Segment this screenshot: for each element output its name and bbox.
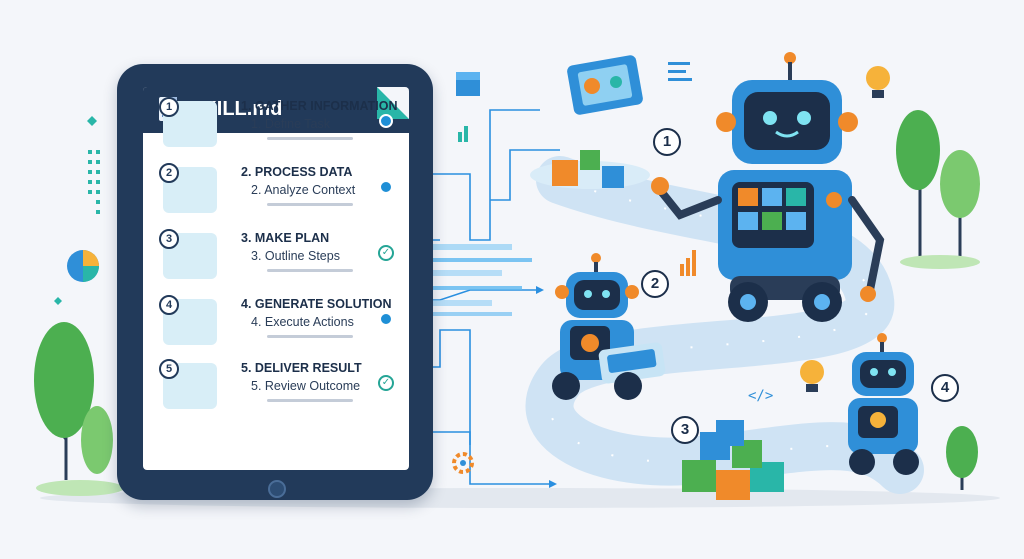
step-subtitle: 3. Outline Steps — [251, 249, 340, 263]
home-button[interactable] — [268, 480, 286, 498]
step-underline — [267, 203, 353, 206]
step-underline — [267, 137, 353, 140]
connector-dot-icon — [379, 180, 393, 194]
scene-badge-3: 3 — [671, 416, 699, 444]
mini-bar-chart-icon — [680, 250, 696, 276]
step-heading: 1. GATHER INFORMATION — [241, 99, 398, 113]
gear-decoration-icon — [452, 452, 474, 474]
arrow-icon — [536, 286, 544, 294]
diamond-decoration — [54, 297, 62, 305]
step-underline — [267, 269, 353, 272]
page-corner-fold — [377, 87, 409, 119]
step-underline — [267, 399, 353, 402]
step-number-badge: 5 — [159, 359, 179, 379]
step-number-badge: 3 — [159, 229, 179, 249]
bar-dots-decoration — [88, 150, 100, 214]
tree-left-icon — [34, 322, 124, 496]
mini-bar-chart-icon — [458, 126, 468, 142]
step-row: 2 2. PROCESS DATA 2. Analyze Context — [157, 161, 401, 217]
tree-right-icon — [896, 110, 980, 269]
step-subtitle: 1. Define Task — [251, 117, 330, 131]
blocks-icon — [552, 150, 624, 188]
step-heading: 5. DELIVER RESULT — [241, 361, 362, 375]
step-underline — [267, 335, 353, 338]
presentation-board-icon — [567, 55, 643, 115]
scene-badge-1: 1 — [653, 128, 681, 156]
pie-chart-icon — [67, 250, 99, 282]
lightbulb-icon — [866, 66, 890, 98]
connector-dot-icon — [379, 312, 393, 326]
robot-keyboard-icon — [552, 253, 666, 400]
code-brackets-icon: </> — [748, 388, 773, 404]
data-stream — [432, 244, 532, 316]
connector-dot-icon — [379, 114, 393, 128]
check-icon: ✓ — [378, 375, 394, 391]
lightbulb-icon — [800, 360, 824, 392]
step-subtitle: 2. Analyze Context — [251, 183, 356, 197]
step-number-badge: 2 — [159, 163, 179, 183]
step-row: 3 3. MAKE PLAN 3. Outline Steps ✓ — [157, 227, 401, 283]
robot-large-icon — [651, 52, 885, 322]
diamond-decoration — [87, 116, 97, 126]
step-row: 1 1. GATHER INFORMATION 1. Define Task — [157, 95, 401, 151]
step-row: 4 4. GENERATE SOLUTION 4. Execute Actions — [157, 293, 401, 349]
step-number-badge: 4 — [159, 295, 179, 315]
step-row: 5 5. DELIVER RESULT 5. Review Outcome ✓ — [157, 357, 401, 413]
robot-bulb-icon — [848, 333, 919, 475]
cube-top — [456, 72, 480, 80]
list-lines-decoration — [668, 62, 692, 81]
step-heading: 2. PROCESS DATA — [241, 165, 353, 179]
check-icon: ✓ — [378, 245, 394, 261]
scene-badge-4: 4 — [931, 374, 959, 402]
tree-small-icon — [946, 426, 978, 490]
step-subtitle: 4. Execute Actions — [251, 315, 354, 329]
blocks-pile-icon — [682, 420, 784, 500]
step-heading: 3. MAKE PLAN — [241, 231, 330, 245]
step-number-badge: 1 — [159, 97, 179, 117]
step-heading: 4. GENERATE SOLUTION — [241, 297, 392, 311]
step-subtitle: 5. Review Outcome — [251, 379, 361, 393]
scene-badge-2: 2 — [641, 270, 669, 298]
arrow-icon — [549, 480, 557, 488]
